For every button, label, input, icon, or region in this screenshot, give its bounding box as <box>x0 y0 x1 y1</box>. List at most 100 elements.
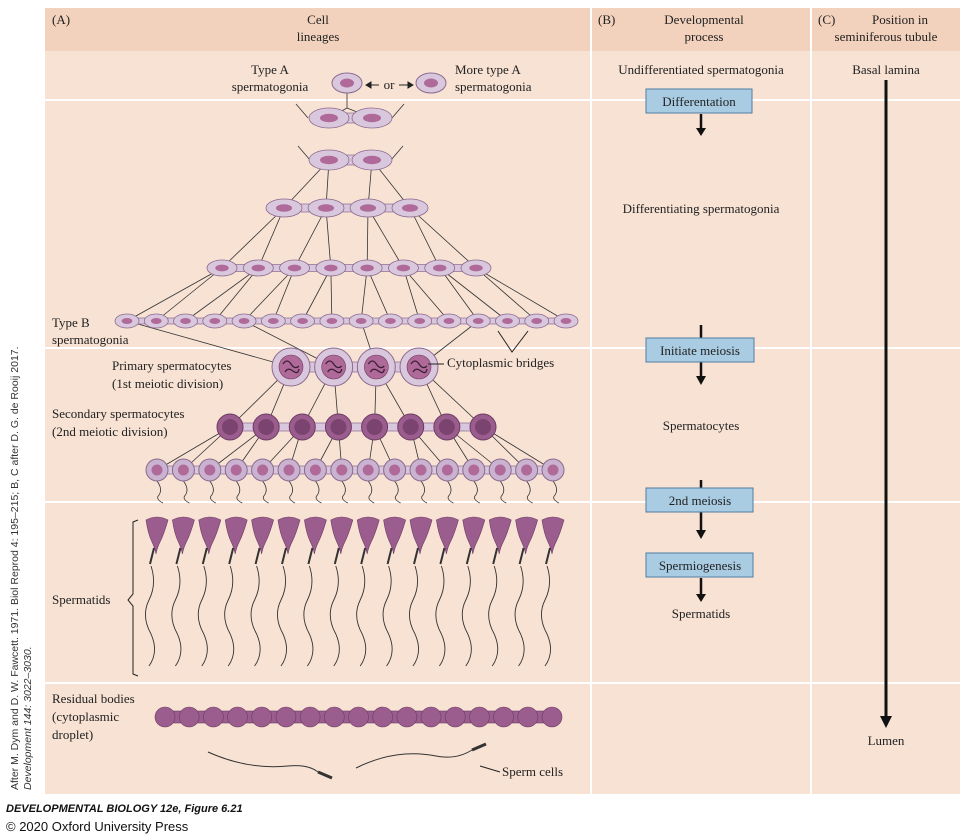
row-3-nucleus <box>401 204 419 212</box>
early-spermatid-nucleus <box>309 464 321 476</box>
residual-bodies-label-line3: droplet) <box>52 727 93 742</box>
sperm-tail <box>355 749 473 769</box>
lineage-link <box>185 267 259 322</box>
early-spermatid-nucleus <box>204 464 216 476</box>
row-dividers <box>45 99 960 684</box>
lineage-link <box>297 145 311 161</box>
type-b-row-nucleus <box>180 318 191 324</box>
spermatid-body <box>462 516 486 555</box>
spermatid-body <box>277 516 301 555</box>
process-arrowhead-2 <box>696 376 706 385</box>
type-a-label-line2: spermatogonia <box>232 79 309 94</box>
spermatid-body <box>515 516 538 555</box>
spermatid-tail <box>224 565 235 667</box>
lineage-link <box>390 145 404 161</box>
spermatid-body <box>356 516 380 555</box>
row-4-nucleus <box>324 264 338 272</box>
type-b-row-nucleus <box>326 318 338 324</box>
row-2-nucleus <box>363 155 381 165</box>
chromatin <box>367 360 385 374</box>
lumen-label: Lumen <box>868 733 905 748</box>
lineage-link <box>391 103 405 119</box>
spermatid-tail <box>514 565 525 667</box>
footer-figure-title: DEVELOPMENTAL BIOLOGY 12e, Figure 6.21 <box>6 803 243 815</box>
row-4-nucleus <box>432 264 447 272</box>
lineage-link <box>156 267 223 322</box>
panel-a-title-line2: lineages <box>297 29 340 44</box>
spermatid-head <box>360 547 367 565</box>
row-3-nucleus <box>275 204 293 212</box>
type-b-row-nucleus <box>560 318 572 324</box>
row-4-nucleus <box>215 264 229 272</box>
early-tail <box>552 480 560 504</box>
more-type-a-label-line2: spermatogonia <box>455 79 532 94</box>
spermatid-head <box>254 547 261 565</box>
spermatocytes-label: Spermatocytes <box>663 418 740 433</box>
primary-spermatocytes-label-line2: (1st meiotic division) <box>112 376 223 391</box>
panel-b-title-line2: process <box>685 29 724 44</box>
secondary-spermatocyte-nucleus <box>294 419 311 435</box>
residual-body <box>178 706 200 728</box>
footer-copyright: © 2020 Oxford University Press <box>6 819 189 834</box>
type-b-row-nucleus <box>502 318 513 324</box>
type-b-row-nucleus <box>531 318 543 324</box>
spermatids-process-label: Spermatids <box>672 606 731 621</box>
early-spermatid-nucleus <box>441 464 453 476</box>
row-2-nucleus <box>320 155 338 165</box>
lineage-link <box>475 267 567 322</box>
early-spermatid-nucleus <box>283 464 295 476</box>
spermatid-body <box>172 516 195 555</box>
residual-body <box>299 706 321 728</box>
panel-a-title-line1: Cell <box>307 12 329 27</box>
residual-body <box>275 706 297 728</box>
early-tail <box>262 480 269 504</box>
spermatid-head <box>545 547 551 565</box>
spermatid-head <box>333 547 340 565</box>
early-tail <box>499 480 507 504</box>
lineage-link <box>126 267 223 322</box>
spermatid-head <box>175 547 182 565</box>
initiate-meiosis-box-label: Initiate meiosis <box>660 343 740 358</box>
residual-body <box>348 706 369 728</box>
spermatid-tail <box>303 565 314 667</box>
row-3-nucleus <box>317 204 335 212</box>
spermatid-tail <box>409 565 419 667</box>
early-spermatid-nucleus <box>468 464 480 476</box>
spermatid-body <box>251 516 274 555</box>
early-tail <box>315 480 322 504</box>
spermatid-tail <box>382 565 393 667</box>
row-4-nucleus <box>396 264 411 272</box>
panel-b-title-line1: Developmental <box>664 12 744 27</box>
secondary-spermatocytes-label-line1: Secondary spermatocytes <box>52 406 184 421</box>
early-spermatid-nucleus <box>362 464 374 476</box>
secondary-spermatocyte-nucleus <box>402 419 419 435</box>
spermatid-tail <box>541 565 551 667</box>
panel-a-background <box>45 8 590 794</box>
primary-spermatocytes-label-line1: Primary spermatocytes <box>112 358 232 373</box>
early-tail <box>235 480 243 504</box>
spermatid-head <box>386 547 393 565</box>
spermatid-tail <box>145 565 155 667</box>
panel-c-header <box>812 8 960 51</box>
type-b-row-nucleus <box>238 318 250 324</box>
type-b-row-nucleus <box>443 318 455 324</box>
row-1-nucleus <box>320 113 338 123</box>
spermatid-head <box>518 547 525 565</box>
early-spermatid-nucleus <box>521 464 533 476</box>
primary-spermatocyte-nucleus <box>278 354 304 380</box>
or-label: or <box>384 77 396 92</box>
lineage-cells <box>114 72 579 780</box>
spermatid-tail <box>488 565 499 667</box>
residual-body <box>154 706 176 728</box>
chromatin <box>282 360 300 374</box>
row-1-nucleus <box>363 113 381 123</box>
early-spermatid-nucleus <box>230 464 242 476</box>
early-spermatid-nucleus <box>389 464 401 476</box>
spermatid-tail <box>356 565 367 667</box>
row-3-nucleus <box>359 204 377 212</box>
position-arrowhead <box>880 716 892 728</box>
early-tail <box>367 480 375 504</box>
credit-line-2: Development 144: 3022–3030. <box>22 646 34 790</box>
spermatid-body <box>409 516 433 555</box>
row-4-nucleus <box>360 264 374 272</box>
